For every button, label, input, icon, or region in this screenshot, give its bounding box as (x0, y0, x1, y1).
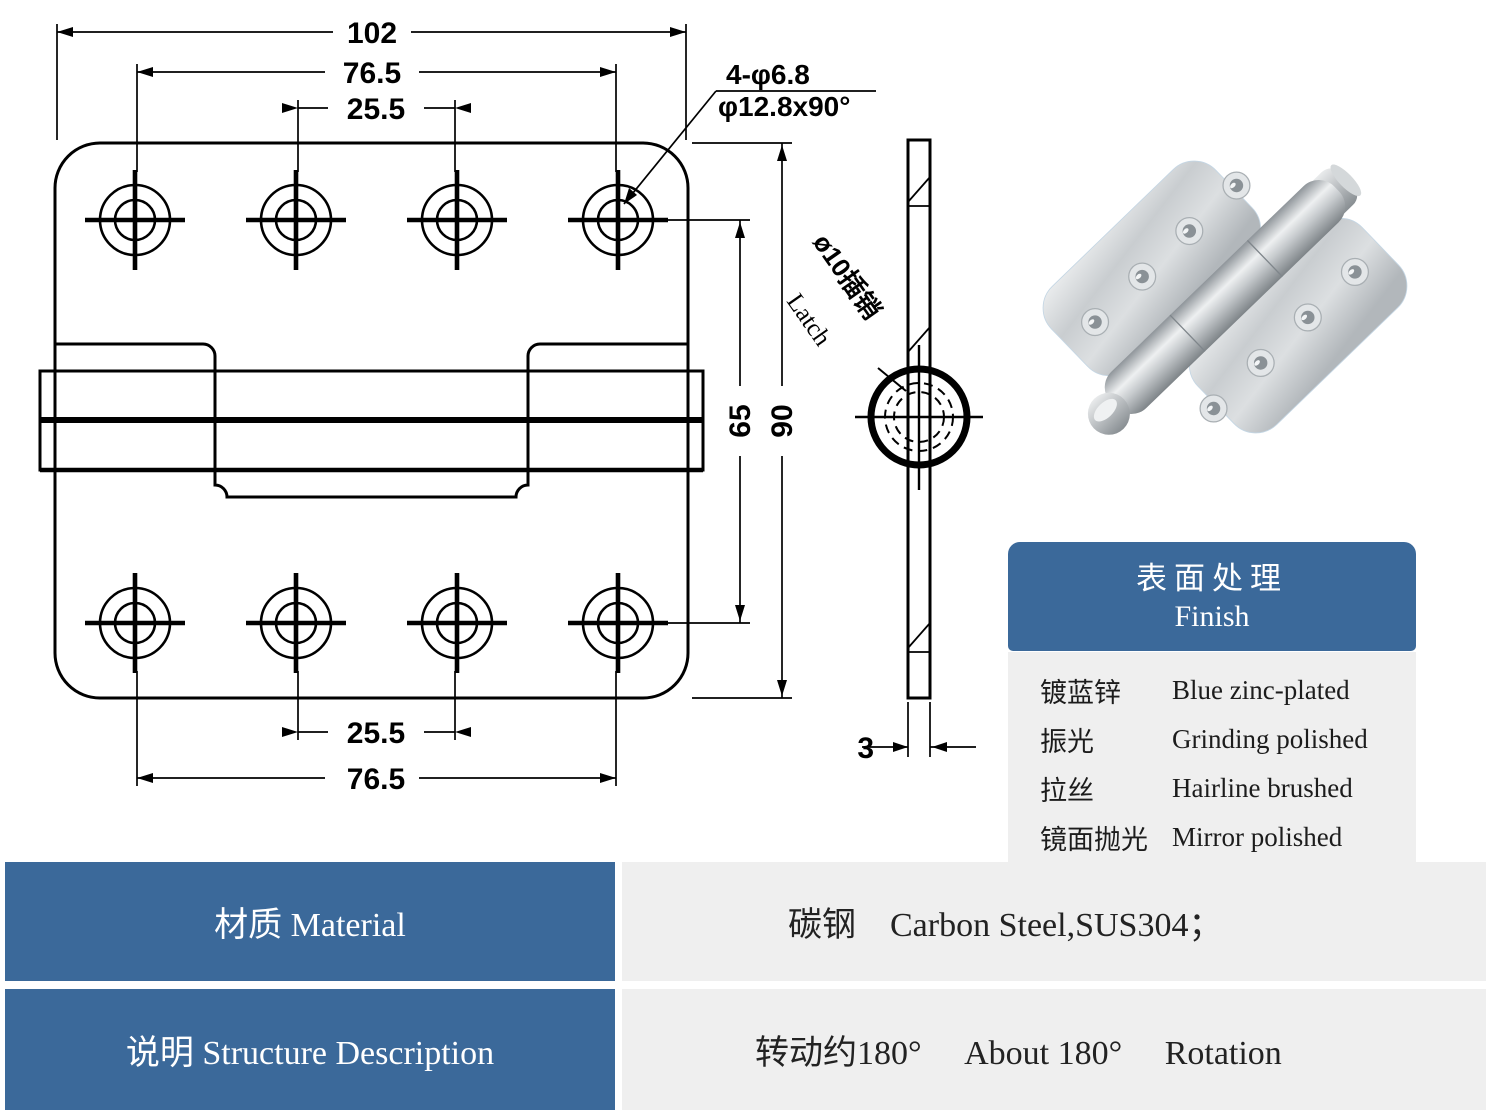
finish-term-en: Grinding polished (1172, 724, 1368, 754)
front-view (38, 141, 705, 700)
arrowheads (57, 27, 947, 783)
finish-header-zh: 表面处理 (1136, 560, 1288, 596)
product-photo (1042, 160, 1408, 435)
dim-thickness: 3 (857, 732, 874, 765)
dim-overall-width: 102 (347, 17, 397, 50)
dimension-lines (56, 24, 976, 786)
finish-table-body: 镀蓝锌 Blue zinc-plated 振光 Grinding polishe… (1008, 652, 1416, 874)
finish-table: 表面处理 Finish 镀蓝锌 Blue zinc-plated 振光 Grin… (1008, 542, 1416, 874)
spec-table: 材质 Material 碳钢 Carbon Steel,SUS304； 说明 S… (5, 862, 1486, 1110)
finish-term-zh: 拉丝 (1040, 776, 1094, 806)
spec-label-material: 材质 Material (5, 862, 615, 981)
spec-value-material: 碳钢 Carbon Steel,SUS304； (622, 862, 1486, 981)
finish-term-en: Mirror polished (1172, 822, 1343, 852)
dim-overall-height: 90 (766, 404, 799, 437)
finish-term-en: Blue zinc-plated (1172, 675, 1350, 705)
finish-term-zh: 镀蓝锌 (1040, 678, 1121, 708)
finish-table-header: 表面处理 Finish (1008, 542, 1416, 651)
latch-note-en: Latch (781, 289, 836, 352)
finish-row: 振光 Grinding polished (1008, 715, 1416, 764)
spec-label-description: 说明 Structure Description (5, 989, 615, 1110)
dim-hole-span-top: 76.5 (343, 57, 401, 90)
spec-row-description: 说明 Structure Description 转动约180° About 1… (5, 989, 1486, 1110)
finish-row: 拉丝 Hairline brushed (1008, 764, 1416, 813)
finish-term-zh: 振光 (1040, 727, 1094, 757)
finish-term-zh: 镜面抛光 (1040, 825, 1148, 855)
hole-note-line1: 4-φ6.8 (726, 59, 810, 90)
dim-hole-span-bottom: 76.5 (347, 763, 405, 796)
finish-row: 镀蓝锌 Blue zinc-plated (1008, 666, 1416, 715)
technical-drawing: 102 76.5 25.5 25.5 76.5 65 90 3 4-φ6.8 φ… (38, 17, 983, 796)
spec-row-material: 材质 Material 碳钢 Carbon Steel,SUS304； (5, 862, 1486, 981)
finish-term-en: Hairline brushed (1172, 773, 1353, 803)
latch-detail (855, 345, 983, 490)
side-view (855, 138, 983, 700)
knuckle-tab-outline (55, 342, 688, 499)
spec-value-description: 转动约180° About 180° Rotation (622, 989, 1486, 1110)
dim-hole-pitch-bottom: 25.5 (347, 717, 405, 750)
screw-holes (85, 170, 668, 673)
finish-row: 镜面抛光 Mirror polished (1008, 813, 1416, 862)
dim-hole-pitch-top: 25.5 (347, 93, 405, 126)
dim-hole-row-height: 65 (724, 404, 757, 437)
finish-header-en: Finish (1174, 600, 1250, 634)
hole-note-line2: φ12.8x90° (718, 91, 850, 122)
